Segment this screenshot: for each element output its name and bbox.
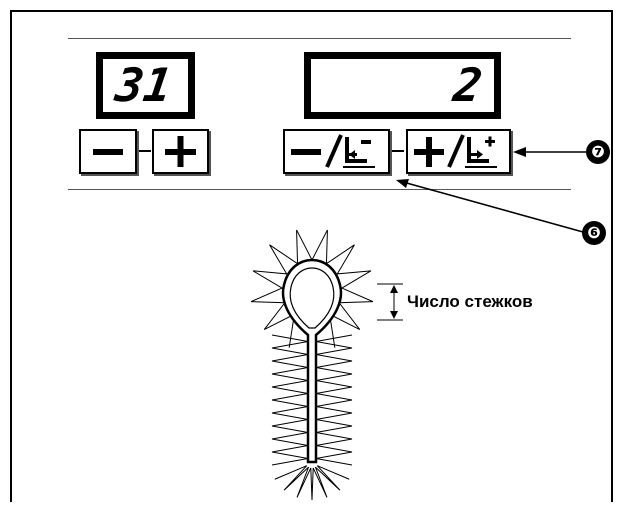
right-column-stitches: [315, 334, 353, 466]
callout-7: ❼: [586, 140, 610, 164]
minus-back-stitch-button[interactable]: [283, 129, 390, 174]
minus-back-stitch-icon: [291, 134, 375, 168]
callout-6: ❻: [582, 221, 606, 245]
plus-button[interactable]: [152, 129, 209, 174]
left-column-stitches: [271, 334, 309, 466]
stitch-count-display: 31: [96, 52, 195, 119]
minus-icon: [93, 149, 123, 155]
plus-forward-stitch-icon: [414, 134, 497, 168]
button-connector: [139, 150, 151, 152]
bartack-stitches: [274, 465, 350, 501]
plus-forward-stitch-button[interactable]: [406, 129, 511, 174]
button-connector: [392, 150, 404, 152]
figure-frame: [10, 10, 613, 502]
secondary-display: 2: [304, 52, 501, 119]
top-divider: [68, 38, 571, 39]
stitch-count-label: Число стежков: [407, 292, 533, 311]
minus-button[interactable]: [79, 129, 137, 174]
plus-icon: [165, 136, 196, 167]
bottom-divider: [68, 189, 571, 190]
